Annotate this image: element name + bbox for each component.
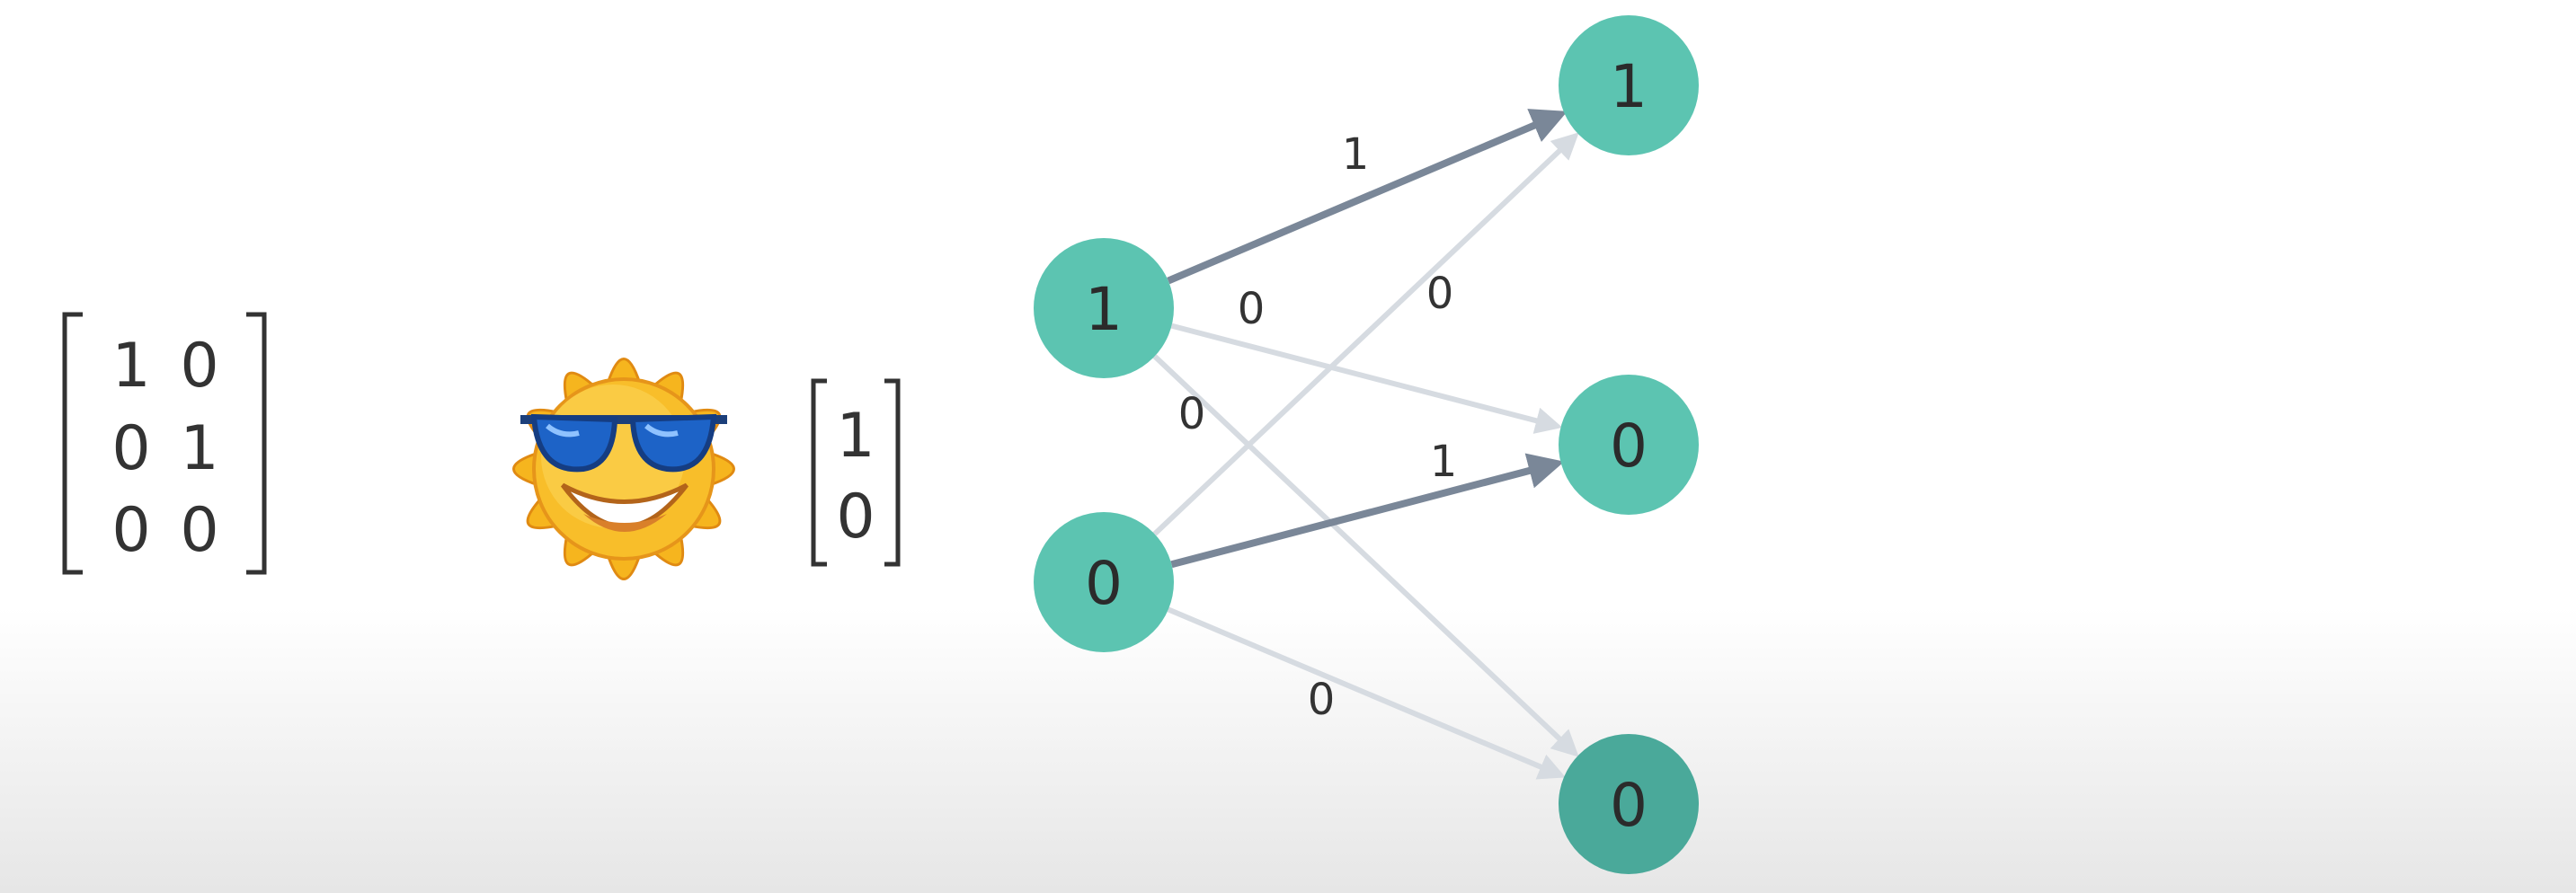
edge-weight-label: 0 — [1238, 284, 1266, 334]
vector-cell: 0 — [836, 482, 875, 553]
matrix-cell: 1 — [180, 413, 218, 484]
edge-weight-labels: 1 0 0 0 1 0 — [1178, 129, 1458, 725]
edge-weight-label: 1 — [1342, 129, 1370, 180]
node-circle — [1559, 734, 1699, 874]
matrix-cell: 1 — [111, 331, 150, 402]
matrix-left-bracket — [62, 312, 83, 575]
input-vector: 1 0 — [811, 378, 901, 567]
edge-weight-label: 0 — [1308, 675, 1336, 725]
edge-arrow — [1167, 109, 1568, 285]
input-node: 0 — [1034, 512, 1174, 652]
edge-weight-label: 0 — [1178, 389, 1206, 439]
node-circle — [1034, 238, 1174, 378]
edge-arrow — [1152, 132, 1579, 536]
input-node: 1 — [1034, 238, 1174, 378]
network-edges — [1152, 109, 1579, 780]
edge-arrow — [1170, 323, 1563, 434]
node-label: 0 — [1610, 771, 1648, 840]
node-label: 1 — [1085, 275, 1123, 344]
vector-right-bracket — [884, 378, 901, 567]
output-node: 0 — [1559, 734, 1699, 874]
weight-matrix: 1 0 0 1 0 0 — [62, 312, 267, 575]
node-label: 0 — [1610, 411, 1648, 481]
vector-left-bracket — [811, 378, 827, 567]
node-label: 1 — [1610, 52, 1648, 121]
node-label: 0 — [1085, 549, 1123, 618]
node-circle — [1559, 15, 1699, 155]
edge-weight-label: 1 — [1430, 437, 1458, 487]
edge-weight-label: 0 — [1426, 269, 1454, 319]
edge-arrow — [1152, 354, 1579, 757]
output-node: 0 — [1559, 375, 1699, 515]
matrix-right-bracket — [246, 312, 267, 575]
edge-arrow — [1170, 453, 1565, 569]
node-circle — [1559, 375, 1699, 515]
matrix-cell: 0 — [111, 495, 150, 566]
sun-with-sunglasses-icon — [512, 358, 735, 580]
matrix-cell: 0 — [111, 413, 150, 484]
network-nodes: 1 0 1 0 0 — [1034, 15, 1699, 874]
output-node: 1 — [1559, 15, 1699, 155]
matrix-cell: 0 — [180, 331, 218, 402]
edge-arrow — [1167, 606, 1567, 780]
vector-cell: 1 — [836, 401, 875, 472]
node-circle — [1034, 512, 1174, 652]
matrix-cell: 0 — [180, 495, 218, 566]
